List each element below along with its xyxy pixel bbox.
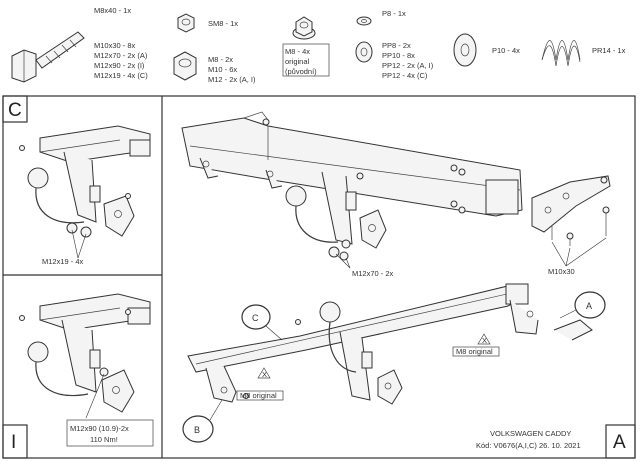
original-nut-spec-1: M8 - 4x [285,47,310,56]
panel-i-letter-box [2,424,28,459]
right-bracket-exploded [531,175,611,233]
panel-c-letter-box [2,95,28,123]
m12x70-callout: M12x70 - 2x [352,269,394,278]
svg-text:X: X [482,336,487,345]
panel-c-callout: M12x19 - 4x [42,257,84,266]
flange-nut-icon [292,16,316,40]
bolt-spec-4: M12x90 - 2x (I) [94,61,145,70]
panel-i-hitch [19,293,151,413]
callout-c-bubble [241,304,271,330]
panel-i-letter: I [11,432,16,453]
panel-i-callout-box [66,419,154,447]
nut-spec-3: M12 - 2x (A, I) [208,75,256,84]
panel-i-callout-leader [85,373,105,419]
m12x70-leader [335,253,351,269]
washer-icon [355,41,373,63]
m10x30-leader [551,241,567,267]
main-assembled-view [187,283,593,405]
small-nut-spec: SM8 - 1x [208,19,238,28]
big-washer-icon [453,33,477,67]
callout-b-bubble [182,415,214,443]
bolt-spec-5: M12x19 - 4x (C) [94,71,148,80]
panel-c-letter: C [8,100,22,121]
nut-icon [173,51,197,81]
vehicle-name: VOLKSWAGEN CADDY [490,429,571,438]
spring-icon [541,40,581,67]
bolt-spec-2: M10x30 - 8x [94,41,136,50]
washer-spec-2: PP8 - 2x [382,41,411,50]
panel-c: C M12x19 - 4x [2,95,151,266]
washer-spec-3: PP10 - 8x [382,51,415,60]
washer-spec-5: PP12 - 4x (C) [382,71,428,80]
panel-c-hitch [19,125,151,238]
original-nut-spec-2: original [285,57,310,66]
m8-original-left-label: M8 original [240,391,277,400]
panel-i-callout-2: 110 Nm! [90,435,118,444]
main-exploded-view [181,111,611,261]
small-washer-icon [356,16,372,26]
callout-a-bubble [574,291,606,319]
small-nut-icon [177,13,195,33]
parts-list: M8x40 - 1x M10x30 - 8x M12x70 - 2x (A) M… [11,6,626,84]
svg-text:X: X [262,370,267,379]
callout-c-letter: C [252,313,259,323]
panel-c-callout-leader [71,229,79,259]
crossbar-exploded [181,117,523,217]
panel-i: I M12x90 (10.9)-2x 110 Nm! [2,293,154,459]
document-code: Kód: V0676(A,I,C) 26. 10. 2021 [476,441,581,450]
panel-i-callout-1: M12x90 (10.9)-2x [70,424,129,433]
m8-original-left: X M8 original [236,367,284,401]
original-nut-box [282,43,330,77]
bolt-spec-3: M12x70 - 2x (A) [94,51,148,60]
drawing-frame [2,95,636,459]
bolt-spec-1: M8x40 - 1x [94,6,131,15]
m10x30-callout: M10x30 [548,267,575,276]
callout-b-letter: B [194,425,200,435]
spring-spec: PR14 - 1x [592,46,626,55]
washer-spec-4: PP12 - 2x (A, I) [382,61,434,70]
panel-a-letter: A [613,432,626,453]
panel-a-letter-box [605,424,636,459]
bolt-icon [11,31,85,83]
nut-spec-1: M8 - 2x [208,55,233,64]
callout-a-letter: A [586,301,592,311]
washer-spec-1: P8 - 1x [382,9,406,18]
nut-spec-2: M10 - 6x [208,65,237,74]
big-washer-spec: P10 - 4x [492,46,520,55]
m8-original-right: X M8 original [452,333,500,357]
m8-original-right-label: M8 original [456,347,493,356]
original-nut-spec-3: (původní) [285,67,317,76]
